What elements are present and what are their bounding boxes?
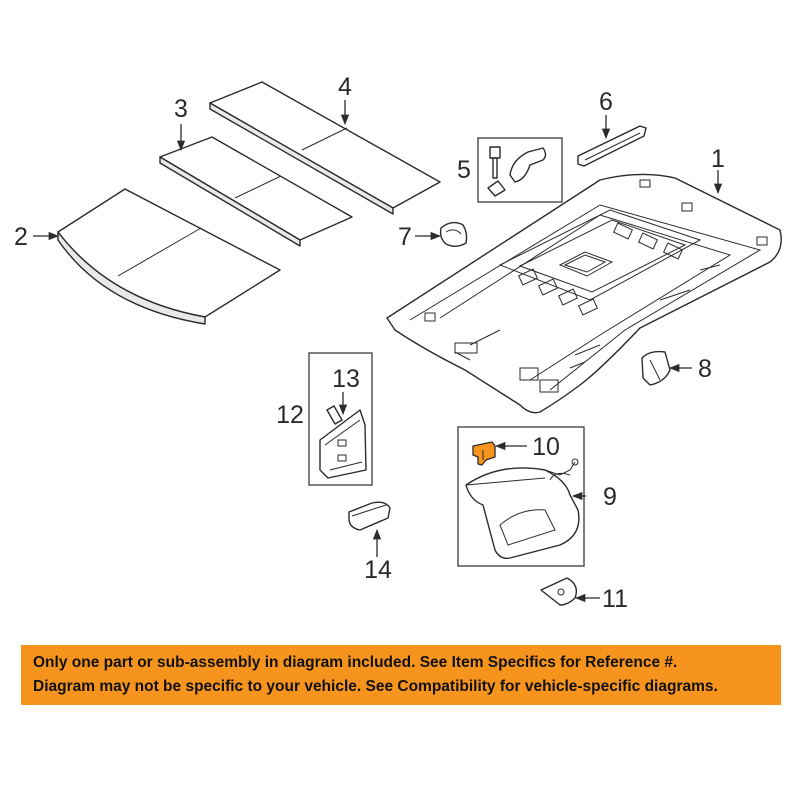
- trim-strip-part-6: [577, 125, 647, 167]
- callout-6: 6: [599, 88, 613, 116]
- console-part-12: [308, 352, 373, 486]
- bracket-part-11: [540, 577, 578, 606]
- bulb-part-13: [326, 405, 343, 425]
- callout-4: 4: [338, 73, 352, 101]
- headliner-part-1: [386, 173, 782, 414]
- callout-1: 1: [711, 145, 725, 173]
- panel-part-2: [57, 188, 281, 325]
- panel-part-4: [209, 81, 441, 215]
- panel-part-3: [159, 136, 353, 247]
- callout-2: 2: [14, 223, 28, 251]
- sunvisor-part-9: [457, 426, 585, 567]
- callout-7: 7: [398, 223, 412, 251]
- callout-14: 14: [364, 556, 392, 584]
- fastener-kit-part-5: [477, 137, 563, 203]
- callout-11: 11: [602, 585, 628, 613]
- callout-13: 13: [332, 365, 360, 393]
- disclaimer-banner: Only one part or sub-assembly in diagram…: [21, 645, 781, 705]
- lamp-part-14: [348, 501, 391, 531]
- grab-handle-part-8: [641, 350, 671, 386]
- callout-3: 3: [174, 95, 188, 123]
- callout-10: 10: [532, 433, 560, 461]
- callout-8: 8: [698, 355, 712, 383]
- disclaimer-line-1: Only one part or sub-assembly in diagram…: [33, 654, 678, 671]
- clip-part-10-highlighted: [472, 441, 496, 466]
- callout-12: 12: [276, 401, 304, 429]
- callout-5: 5: [457, 156, 471, 184]
- callout-9: 9: [603, 483, 617, 511]
- disclaimer-line-2: Diagram may not be specific to your vehi…: [33, 678, 718, 695]
- leader-lines: [33, 100, 723, 603]
- clip-part-7: [439, 221, 468, 247]
